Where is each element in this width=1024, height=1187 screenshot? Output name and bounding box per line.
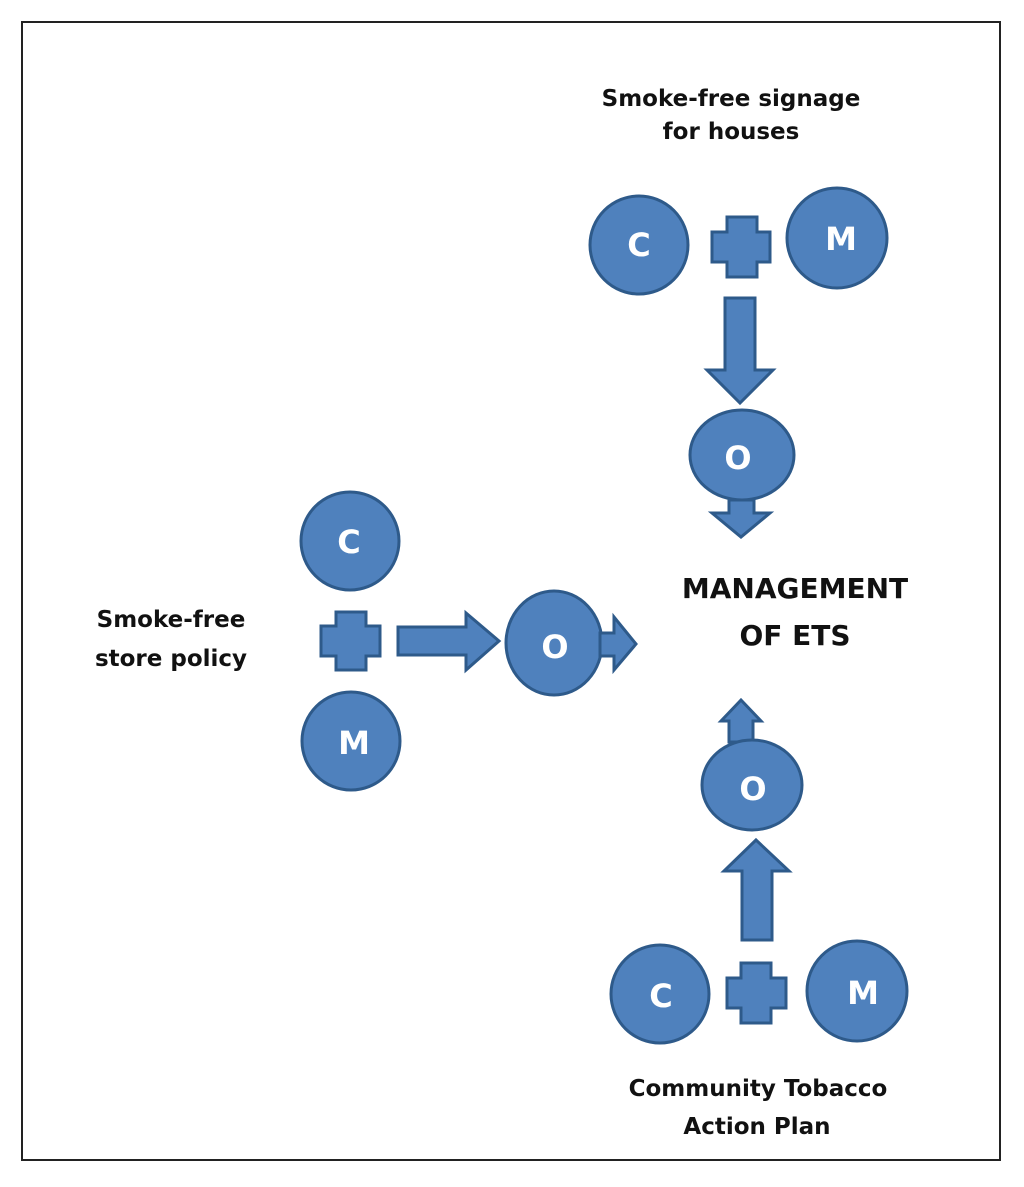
left-m-letter: M — [338, 724, 370, 762]
top-label-line-2: for houses — [663, 119, 800, 145]
bottom-o-node — [700, 738, 804, 832]
bottom-c-letter: C — [649, 977, 672, 1015]
bottom-c-node — [609, 943, 711, 1045]
left-o-letter: O — [541, 628, 568, 666]
top-c-letter: C — [627, 226, 650, 264]
top-label-line-1: Smoke-free signage — [602, 86, 861, 112]
bottom-up-arrow-icon — [720, 837, 793, 942]
top-output-arrow-icon — [707, 498, 775, 539]
left-c-node — [299, 490, 401, 592]
left-output-arrow-icon — [598, 612, 638, 675]
center-title-line-2: OF ETS — [739, 619, 850, 652]
top-m-node — [785, 186, 889, 290]
top-o-letter: O — [724, 439, 751, 477]
top-plus-icon — [710, 215, 772, 279]
bottom-m-node — [805, 939, 909, 1043]
left-c-letter: C — [337, 523, 360, 561]
top-down-arrow-icon — [703, 296, 777, 406]
left-plus-icon — [319, 610, 382, 672]
bottom-label-line-1: Community Tobacco — [629, 1076, 888, 1102]
left-right-arrow-icon — [396, 609, 502, 674]
left-label-line-1: Smoke-free — [97, 607, 246, 633]
center-title-line-1: MANAGEMENT — [682, 572, 908, 605]
bottom-label-line-2: Action Plan — [683, 1114, 830, 1140]
left-m-node — [300, 690, 402, 792]
bottom-m-letter: M — [847, 974, 879, 1012]
top-c-node — [588, 194, 690, 296]
left-label-line-2: store policy — [95, 646, 247, 672]
bottom-plus-icon — [725, 961, 788, 1025]
top-m-letter: M — [825, 220, 857, 258]
bottom-output-arrow-icon — [717, 697, 765, 744]
bottom-o-letter: O — [739, 770, 766, 808]
